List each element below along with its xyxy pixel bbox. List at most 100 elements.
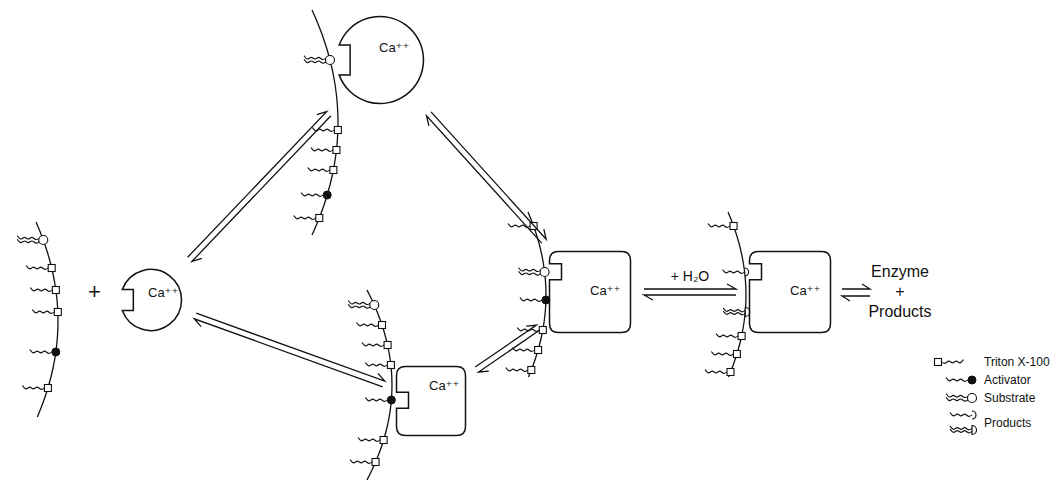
triton-head [316,215,323,222]
plus-sign: + [88,282,101,302]
lipid-tail [358,438,380,442]
equilibrium-arrow [194,313,384,387]
forward-half-arrow [196,313,384,381]
lipid-tail [950,426,972,430]
legend-sample [932,354,978,370]
lipid-tail [723,270,745,274]
substrate-head [540,268,549,277]
lipid-tail [30,350,52,354]
triton-head [535,347,542,354]
lipid-tail [519,268,541,272]
triton-head [380,437,387,444]
enzyme-state: Ca⁺⁺ [335,15,425,105]
lipid-tail [946,397,968,401]
legend-text: Products [984,416,1031,430]
reverse-half-arrow [194,319,382,387]
lipid-tail [17,239,39,243]
equilibrium-arrow [188,112,331,262]
calcium-ion: Ca⁺⁺ [379,41,409,55]
lipid-tail [723,311,745,315]
micelle-surface [528,212,546,377]
triton-head [528,367,535,374]
lipid-tail [716,334,738,338]
enzyme-shape [750,252,831,333]
micelle-surface [367,290,392,480]
lipid-tail [348,301,370,305]
activator-head [52,348,60,356]
calcium-ion: Ca⁺⁺ [590,284,620,298]
edge-label: + H₂O [671,268,710,284]
legend-entry: Triton X-100 [932,354,1050,370]
micelle [294,10,342,235]
enzyme-shape [122,270,181,331]
lipid-tail [711,352,733,356]
micelle-surface [312,10,338,235]
activator-head [542,296,550,304]
reverse-half-arrow [192,116,331,262]
lipid-tail [365,363,387,367]
calcium-ion: Ca⁺⁺ [148,286,178,300]
legend-text: Activator [984,373,1031,387]
lipid-tail [22,386,44,390]
lipid-tail [705,370,727,374]
activator-head [387,396,395,404]
enzyme-shape [339,17,423,104]
enzyme-state: Ca⁺⁺ [118,268,184,332]
equilibrium-arrow [842,284,870,289]
legend-text: Triton X-100 [984,355,1050,369]
lipid-tail [520,298,542,302]
enzyme-shape [550,252,631,333]
triton-head [52,287,59,294]
reverse-half-arrow [427,116,542,243]
lipid-tail [946,394,968,398]
enzyme-outline [335,15,425,105]
triton-head [334,127,341,134]
triton-head [384,342,391,349]
triton-head [330,167,337,174]
micelle [348,290,395,480]
enzyme-outline [395,365,467,437]
lipid-tail [350,460,372,464]
triton-head [530,223,537,230]
triton-head [935,359,942,366]
enzyme-state: Ca⁺⁺ [395,365,467,437]
triton-head [54,309,61,316]
lipid-tail [30,288,52,292]
triton-head [48,265,55,272]
lipid-tail [946,378,968,382]
forward-half-arrow [475,325,536,367]
calcium-ion: Ca⁺⁺ [790,284,820,298]
lipid-tail [708,224,730,228]
lipid-tail [950,429,972,433]
reaction-output: Enzyme + Products [866,262,934,322]
product-head [972,411,976,419]
forward-half-arrow [431,112,546,239]
substrate-head [325,56,334,65]
lipid-tail [506,368,528,372]
enzyme-shape [397,367,466,436]
reverse-half-arrow [479,330,540,372]
legend-sample [932,390,978,406]
legend-sample [932,372,978,388]
equilibrium-arrow [427,112,547,243]
triton-head [379,322,386,329]
triton-head [738,333,745,340]
lipid-tail [32,310,54,314]
lipid-tail [513,348,535,352]
triton-head [333,147,340,154]
enzyme-state: Ca⁺⁺ [748,250,832,334]
lipid-tail [362,343,384,347]
lipid-tail [508,224,530,228]
triton-head [387,362,394,369]
enzyme-state: Ca⁺⁺ [548,250,632,334]
equilibrium-arrow [842,296,870,301]
lipid-tail [311,148,333,152]
product-head [972,426,977,435]
legend-sample [932,408,978,438]
legend-entry: Substrate [932,390,1050,406]
lipid-tail [17,236,39,240]
micelle [17,222,61,417]
forward-half-arrow [644,284,736,289]
lipid-tail [519,271,541,275]
